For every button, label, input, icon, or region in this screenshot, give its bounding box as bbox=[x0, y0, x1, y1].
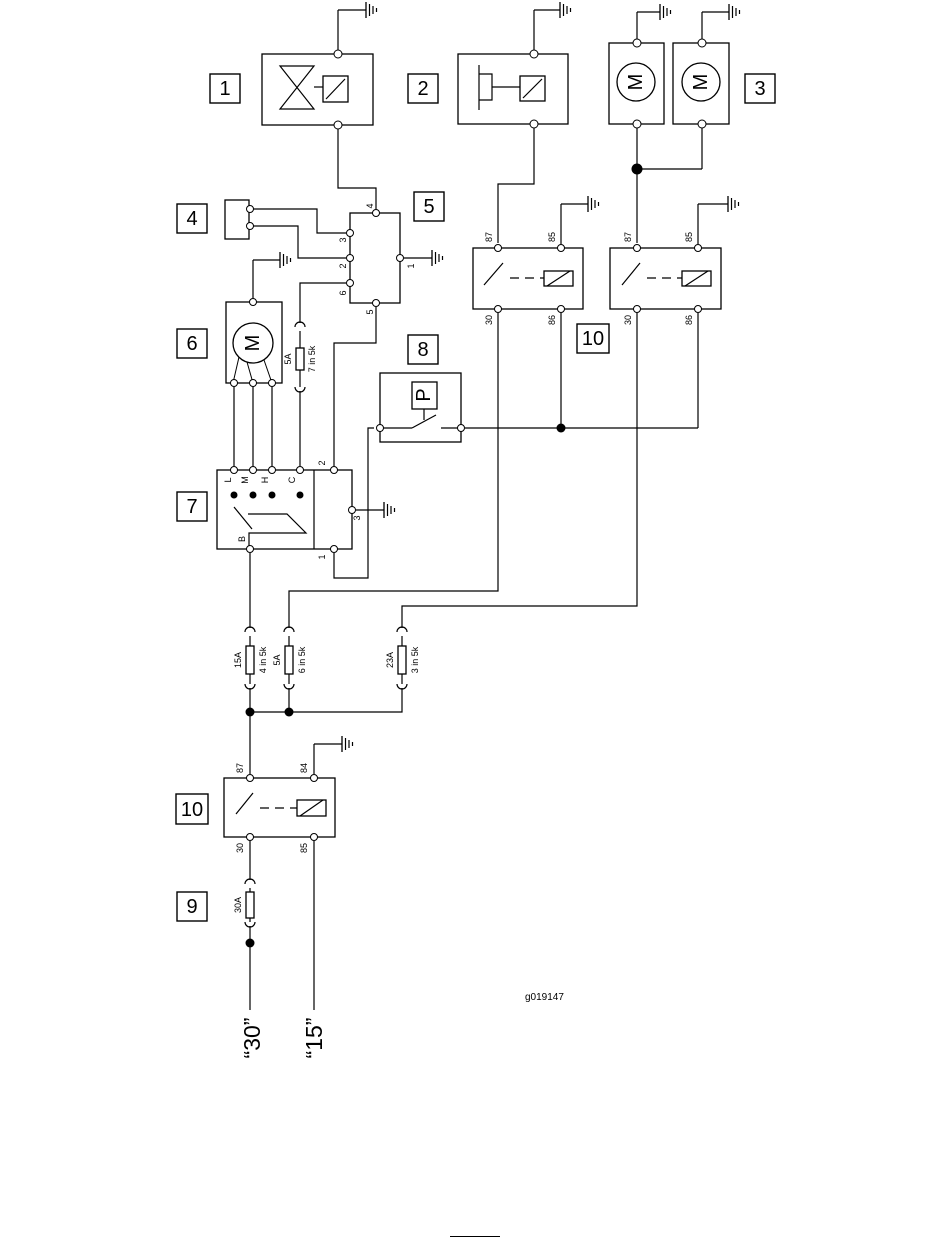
fuse-slot: 7 in 5k bbox=[307, 345, 317, 372]
callout-2: 2 bbox=[408, 74, 438, 103]
fuse-3 bbox=[397, 627, 407, 689]
pin-label: 1 bbox=[317, 554, 327, 559]
ground-icon bbox=[342, 736, 353, 752]
fuse-rating: 5A bbox=[272, 654, 282, 665]
pin-label: 85 bbox=[684, 232, 694, 242]
pin-label: 1 bbox=[406, 263, 416, 268]
fuse-main bbox=[245, 879, 255, 927]
page-bottom-rule bbox=[450, 1236, 500, 1237]
pin-label: 30 bbox=[484, 315, 494, 325]
pin-label: 30 bbox=[623, 315, 633, 325]
pin-label: 2 bbox=[338, 263, 348, 268]
ground-icon bbox=[729, 4, 740, 20]
ground-icon bbox=[560, 2, 571, 18]
relay-upper-right bbox=[610, 248, 721, 309]
callout-7: 7 bbox=[177, 492, 207, 521]
callout-8: 8 bbox=[408, 335, 438, 364]
callout-3: 3 bbox=[745, 74, 775, 103]
motor-letter: M bbox=[690, 74, 712, 91]
ground-icon bbox=[280, 252, 291, 268]
fuse-rating: 30A bbox=[233, 897, 243, 913]
callout-number: 7 bbox=[186, 496, 197, 518]
pin-label: 87 bbox=[484, 232, 494, 242]
callout-number: 1 bbox=[219, 78, 230, 100]
callout-1: 1 bbox=[210, 74, 240, 103]
fuse-rating: 23A bbox=[385, 652, 395, 668]
callout-number: 9 bbox=[186, 896, 197, 918]
fuse-slot: 4 in 5k bbox=[258, 646, 268, 673]
solenoid-valve-1 bbox=[262, 54, 373, 125]
callout-4: 4 bbox=[177, 204, 207, 233]
callout-6: 6 bbox=[177, 329, 207, 358]
fuse-slot: 6 in 5k bbox=[297, 646, 307, 673]
switch-position-label: H bbox=[260, 477, 270, 484]
callout-number: 2 bbox=[417, 78, 428, 100]
motor-letter: M bbox=[625, 74, 647, 91]
switch-position-label: L bbox=[223, 477, 233, 482]
fuse-4 bbox=[245, 627, 255, 689]
fan-motor-3a: M bbox=[609, 43, 664, 124]
pin-label: 2 bbox=[317, 460, 327, 465]
ground-icon bbox=[366, 2, 377, 18]
pressure-switch-8: P bbox=[380, 373, 461, 442]
fan-motor-3b: M bbox=[673, 43, 729, 124]
pin-label: 87 bbox=[623, 232, 633, 242]
callout-number: 10 bbox=[582, 328, 604, 350]
pin-label: 3 bbox=[352, 515, 362, 520]
fuse-rating: 5A bbox=[283, 353, 293, 364]
pin-label: 6 bbox=[338, 290, 348, 295]
pin-label: 86 bbox=[547, 315, 557, 325]
ground-icon bbox=[728, 196, 739, 212]
ground-icon bbox=[588, 196, 599, 212]
relay-upper-left bbox=[473, 248, 583, 309]
pin-label: 86 bbox=[684, 315, 694, 325]
pin-label: 30 bbox=[235, 843, 245, 853]
supply-label-30: “30” bbox=[239, 1018, 265, 1059]
pin-label: 85 bbox=[547, 232, 557, 242]
callout-number: 10 bbox=[181, 799, 203, 821]
motor-letter: M bbox=[242, 335, 264, 352]
callout-number: 8 bbox=[417, 339, 428, 361]
callout-number: 5 bbox=[423, 196, 434, 218]
switch-position-label: M bbox=[240, 476, 250, 484]
callout-10-lower: 10 bbox=[176, 794, 208, 824]
fuse-rating: 15A bbox=[233, 652, 243, 668]
pin-label: 85 bbox=[299, 843, 309, 853]
pressure-switch-letter: P bbox=[413, 388, 435, 401]
relay-lower bbox=[224, 778, 335, 837]
ground-icon bbox=[432, 250, 443, 266]
callout-number: 4 bbox=[186, 208, 197, 230]
pin-label: 4 bbox=[365, 203, 375, 208]
figure-id: g019147 bbox=[525, 992, 564, 1003]
pin-label: 84 bbox=[299, 763, 309, 773]
pin-label: 5 bbox=[365, 309, 375, 314]
callout-number: 3 bbox=[754, 78, 765, 100]
supply-label-15: “15” bbox=[301, 1018, 327, 1059]
fuse-slot: 3 in 5k bbox=[410, 646, 420, 673]
callout-number: 6 bbox=[186, 333, 197, 355]
switch-position-label: C bbox=[287, 476, 297, 483]
control-module-5 bbox=[350, 213, 400, 303]
pin-label: 3 bbox=[338, 237, 348, 242]
callout-9: 9 bbox=[177, 892, 207, 921]
connector-4 bbox=[225, 200, 249, 239]
switch-position-label: B bbox=[237, 536, 247, 542]
fuse-6 bbox=[284, 627, 294, 689]
fuse-7 bbox=[296, 348, 304, 370]
callout-10-upper: 10 bbox=[577, 324, 609, 353]
ground-icon bbox=[384, 502, 395, 518]
ground-icon bbox=[660, 4, 671, 20]
blower-motor-6: M bbox=[226, 302, 282, 383]
solenoid-2 bbox=[458, 54, 568, 124]
pin-label: 87 bbox=[235, 763, 245, 773]
callout-5: 5 bbox=[414, 192, 444, 221]
